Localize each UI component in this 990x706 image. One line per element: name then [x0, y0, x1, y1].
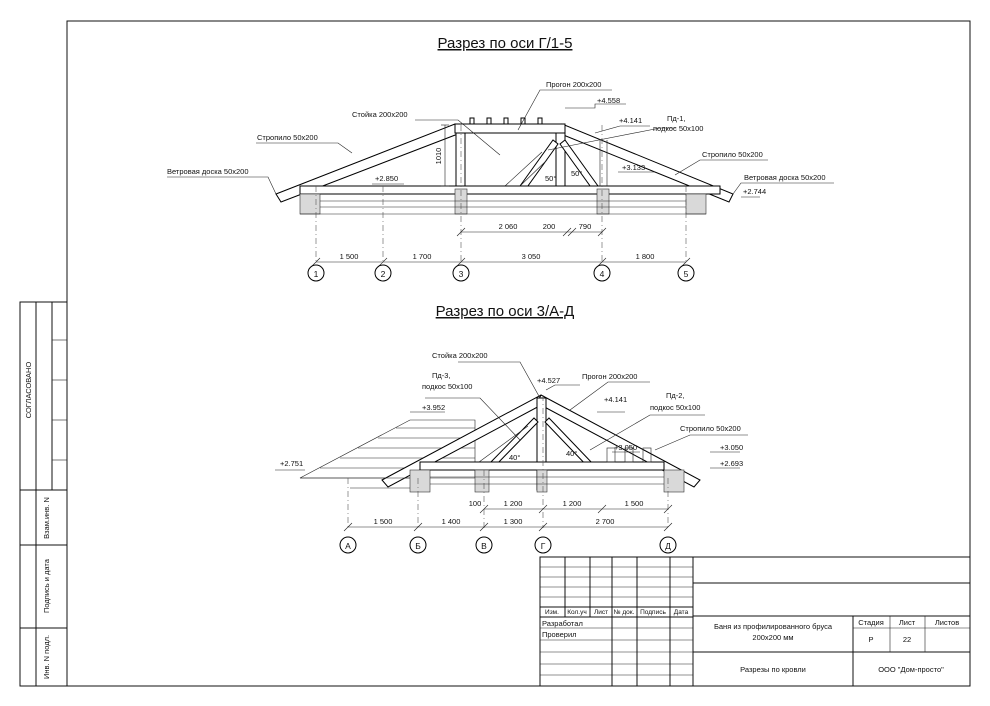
s1-rafter-right: Стропило 50x200: [702, 150, 763, 159]
section1-title: Разрез по оси Г/1-5: [438, 35, 573, 52]
s1-dim-upper-2: 200: [543, 222, 556, 231]
stamp-agreed: СОГЛАСОВАНО: [24, 362, 33, 419]
tb-company: ООО "Дом-просто": [878, 665, 944, 674]
s2-axis-d: Д: [665, 541, 671, 551]
s2-pd2-sub: подкос 50x100: [650, 403, 700, 412]
section2-drawing: [275, 361, 748, 554]
tb-col-date: Дата: [674, 609, 689, 616]
s2-level-3050a: +3.050: [614, 443, 637, 452]
s1-level-top: +4.558: [597, 96, 620, 105]
s1-level-4141: +4.141: [619, 116, 642, 125]
s1-rafter-left: Стропило 50x200: [257, 133, 318, 142]
s1-pd1-label: Пд-1,: [667, 114, 686, 123]
s1-angle-a: 50°: [545, 174, 556, 183]
s2-level-4141: +4.141: [604, 395, 627, 404]
s1-level-3133: +3.133: [622, 163, 645, 172]
stamp-replaced: Взам.инв. N: [42, 497, 51, 539]
s1-axis-2: 2: [381, 269, 386, 279]
s2-dim-upper-4: 1 500: [625, 499, 644, 508]
s2-pd2-label: Пд-2,: [666, 391, 685, 400]
tb-sheets-label: Листов: [935, 618, 959, 627]
tb-project-line1: Баня из профилированного бруса: [714, 622, 833, 631]
s2-axis-a: А: [345, 541, 351, 551]
section2-title: Разрез по оси 3/А-Д: [436, 303, 575, 320]
s1-dim-lower-2: 1 700: [413, 252, 432, 261]
s2-level-3952: +3.952: [422, 403, 445, 412]
tb-col-doc: № док.: [614, 609, 635, 616]
title-block: [539, 556, 971, 687]
s1-angle-b: 50°: [571, 169, 582, 178]
tb-project-line2: 200х200 мм: [752, 633, 793, 642]
s1-axis-1: 1: [314, 269, 319, 279]
s1-post-label: Стойка 200x200: [352, 110, 408, 119]
s2-angle-b: 40°: [566, 449, 577, 458]
s1-wind-right: Ветровая доска 50x200: [744, 173, 826, 182]
s1-axis-4: 4: [600, 269, 605, 279]
s2-dim-upper-3: 1 200: [563, 499, 582, 508]
tb-checked: Проверил: [542, 630, 577, 639]
side-stamp: [19, 301, 68, 687]
tb-sheet-label: Лист: [899, 618, 916, 627]
s1-dim-lower-4: 1 800: [636, 252, 655, 261]
s2-purlin-label: Прогон 200x200: [582, 372, 637, 381]
s1-purlin-label: Прогон 200x200: [546, 80, 601, 89]
tb-sheet-value: 22: [903, 635, 911, 644]
stamp-sign-date: Подпись и дата: [42, 558, 51, 613]
sheet-frame: [66, 20, 971, 687]
s1-pd1-sub: подкос 50x100: [653, 124, 703, 133]
s1-level-2744: +2.744: [743, 187, 766, 196]
s2-axis-b: Б: [415, 541, 421, 551]
s1-axis-5: 5: [684, 269, 689, 279]
tb-sheet-title: Разрезы по кровли: [740, 665, 806, 674]
s1-dim-lower-1: 1 500: [340, 252, 359, 261]
stamp-inv: Инв. N подл.: [42, 635, 51, 679]
s2-level-2693: +2.693: [720, 459, 743, 468]
s2-angle-a: 40°: [509, 453, 520, 462]
s2-rafter-label: Стропило 50x200: [680, 424, 741, 433]
s1-height-1010: 1010: [434, 148, 443, 165]
tb-stage-label: Стадия: [858, 618, 884, 627]
s2-axis-g: Г: [541, 541, 546, 551]
s2-dim-lower-2: 1 400: [442, 517, 461, 526]
s2-level-3050b: +3.050: [720, 443, 743, 452]
s1-wind-left: Ветровая доска 50x200: [167, 167, 249, 176]
s1-dim-upper-1: 2 060: [499, 222, 518, 231]
s2-dim-lower-4: 2 700: [596, 517, 615, 526]
s2-level-2751: +2.751: [280, 459, 303, 468]
tb-stage-value: Р: [868, 635, 873, 644]
s2-dim-upper-1: 100: [469, 499, 482, 508]
s1-level-2850: +2.850: [375, 174, 398, 183]
s2-post-label: Стойка 200x200: [432, 351, 488, 360]
s2-level-top: +4.527: [537, 376, 560, 385]
s2-pd3-sub: подкос 50x100: [422, 382, 472, 391]
s2-dim-upper-2: 1 200: [504, 499, 523, 508]
tb-developed: Разработал: [542, 619, 583, 628]
tb-col-izm: Изм.: [545, 609, 559, 616]
s1-dim-lower-3: 3 050: [522, 252, 541, 261]
tb-col-list: Лист: [594, 609, 608, 616]
s2-pd3-label: Пд-3,: [432, 371, 451, 380]
tb-col-kol: Кол.уч: [567, 609, 587, 616]
section1-drawing: [167, 89, 834, 282]
tb-col-sign: Подпись: [640, 609, 666, 616]
s2-dim-lower-3: 1 300: [504, 517, 523, 526]
s1-axis-3: 3: [459, 269, 464, 279]
s2-dim-lower-1: 1 500: [374, 517, 393, 526]
s2-axis-v: В: [481, 541, 487, 551]
s1-dim-upper-3: 790: [579, 222, 592, 231]
